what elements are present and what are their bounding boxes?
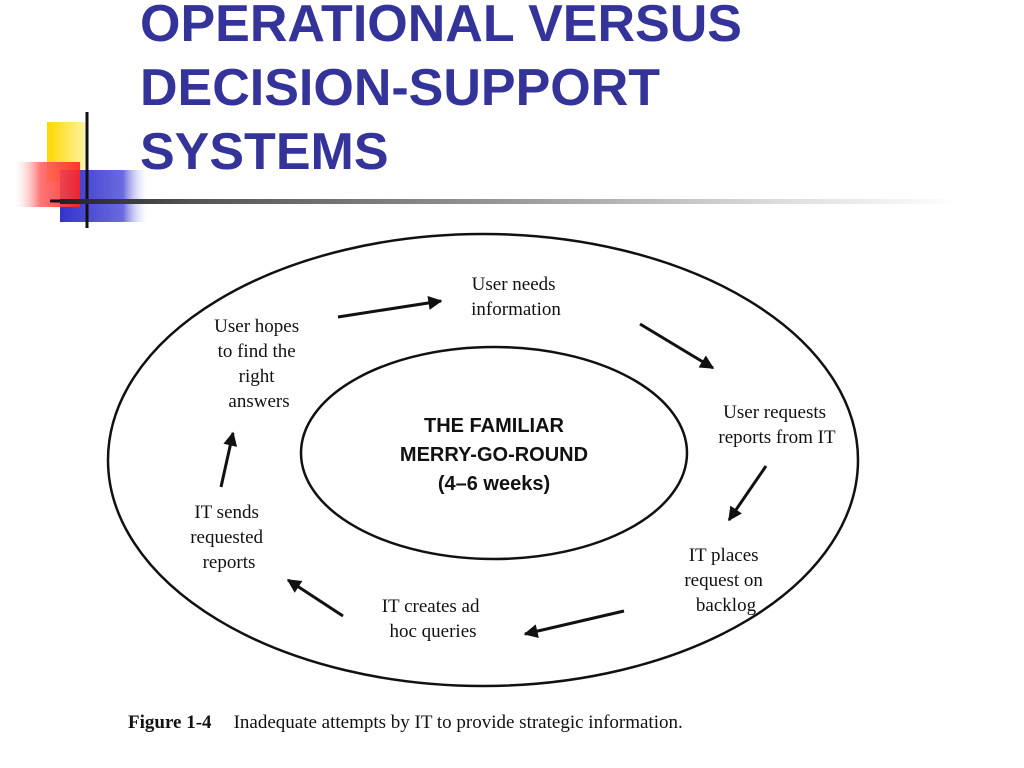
step-line: IT sends — [194, 502, 259, 523]
step-line: to find the — [218, 341, 296, 362]
arrow-requests-to-backlog — [727, 465, 768, 522]
slide-title: OPERATIONAL VERSUS DECISION-SUPPORT SYST… — [140, 0, 742, 184]
step-line: answers — [228, 391, 289, 412]
figure-number: Figure 1-4 — [128, 712, 212, 733]
arrow-backlog-to-queries — [523, 609, 625, 638]
step-line: IT places — [689, 545, 759, 566]
step-line: User requests — [723, 402, 826, 423]
center-line-3: (4–6 weeks) — [438, 473, 550, 495]
center-line-1: THE FAMILIAR — [424, 415, 565, 437]
step-it-creates-queries: IT creates ad hoc queries — [382, 596, 485, 642]
figure-caption-text: Inadequate attempts by IT to provide str… — [233, 712, 683, 733]
step-line: hoc queries — [389, 621, 476, 642]
title-line-3: SYSTEMS — [140, 123, 389, 181]
step-line: information — [471, 299, 561, 320]
step-user-needs-information: User needs information — [471, 274, 561, 320]
title-line-1: OPERATIONAL VERSUS — [140, 0, 742, 53]
title-rule — [60, 199, 960, 204]
step-line: requested — [190, 527, 263, 548]
figure-caption: Figure 1-4 Inadequate attempts by IT to p… — [128, 712, 683, 734]
inner-ellipse — [299, 345, 689, 561]
arrow-hopes-to-needs — [337, 296, 443, 319]
step-line: reports from IT — [718, 427, 836, 448]
arrow-sends-to-hopes — [219, 431, 238, 488]
arrow-queries-to-sends — [286, 578, 344, 618]
step-line: User hopes — [214, 316, 299, 337]
step-line: User needs — [472, 274, 556, 295]
step-it-places-request: IT places request on backlog — [684, 545, 767, 616]
arrow-needs-to-requests — [639, 322, 715, 370]
outer-ellipse — [106, 232, 860, 688]
step-user-hopes: User hopes to find the right answers — [214, 316, 304, 412]
step-line: backlog — [696, 595, 757, 616]
step-line: reports — [203, 552, 256, 573]
step-line: IT creates ad — [382, 596, 480, 617]
step-line: right — [239, 366, 276, 387]
step-line: request on — [684, 570, 763, 591]
step-user-requests-reports: User requests reports from IT — [718, 402, 836, 448]
title-line-2: DECISION-SUPPORT — [140, 59, 661, 117]
center-line-2: MERRY-GO-ROUND — [400, 444, 588, 466]
step-it-sends-reports: IT sends requested reports — [190, 502, 268, 573]
